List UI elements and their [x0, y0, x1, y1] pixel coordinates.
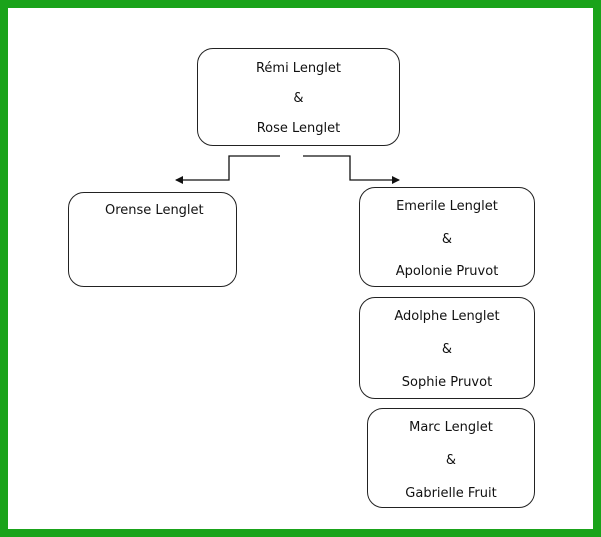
- right-child-2-name-2: Sophie Pruvot: [401, 375, 493, 390]
- right-child-node-1: Emerile Lenglet & Apolonie Pruvot: [359, 187, 535, 287]
- root-node: Rémi Lenglet & Rose Lenglet: [197, 48, 400, 146]
- right-child-node-2: Adolphe Lenglet & Sophie Pruvot: [359, 297, 535, 399]
- root-name-2: Rose Lenglet: [256, 121, 341, 136]
- root-name-1: Rémi Lenglet: [255, 61, 342, 76]
- right-child-3-ampersand: &: [445, 453, 457, 468]
- right-child-1-ampersand: &: [441, 232, 453, 247]
- right-child-1-name-2: Apolonie Pruvot: [395, 264, 499, 279]
- left-child-node: Orense Lenglet: [68, 192, 237, 287]
- left-child-name: Orense Lenglet: [105, 203, 204, 218]
- right-child-2-ampersand: &: [441, 342, 453, 357]
- right-child-node-3: Marc Lenglet & Gabrielle Fruit: [367, 408, 535, 508]
- arrow-to-left-child: [175, 155, 280, 184]
- right-child-2-name-1: Adolphe Lenglet: [394, 309, 500, 324]
- right-child-3-name-1: Marc Lenglet: [409, 420, 493, 435]
- root-ampersand: &: [293, 91, 304, 106]
- right-child-3-name-2: Gabrielle Fruit: [405, 486, 497, 501]
- arrow-to-right-children: [303, 155, 400, 184]
- right-child-1-name-1: Emerile Lenglet: [396, 199, 498, 214]
